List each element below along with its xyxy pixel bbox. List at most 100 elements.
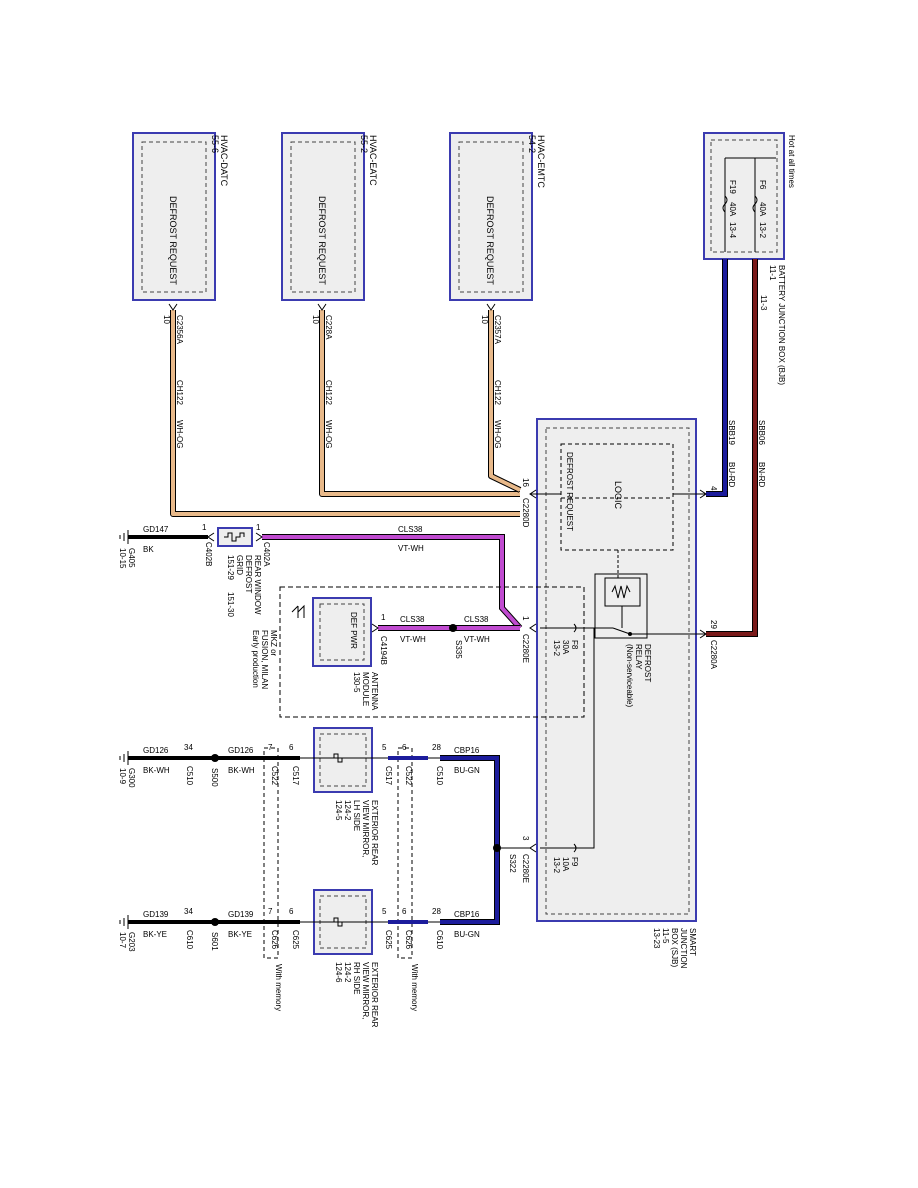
ch122-emtc-color: WH-OG: [493, 420, 502, 448]
sjb-pin3: 3: [521, 836, 530, 841]
with-memory-b: With memory: [274, 964, 283, 1011]
c2280a-label: C2280A: [709, 640, 718, 670]
fuse-f9: F9: [570, 857, 579, 867]
splice-s322: [493, 844, 501, 852]
cls38-antenna-a-color: VT-WH: [400, 635, 426, 644]
ch122-datc-color: WH-OG: [175, 420, 184, 448]
rh-c625b: C625: [384, 930, 393, 950]
rh-pin28: 28: [432, 907, 441, 916]
hvac-datc-page: 55-6: [210, 135, 220, 153]
c4194b-label: C4194B: [379, 636, 388, 665]
rh-c610: C610: [185, 930, 194, 950]
c402a-pin: 1: [256, 523, 261, 532]
hvac-eatc-page: 55-2: [359, 135, 369, 153]
rh-c626b: C626: [404, 930, 413, 950]
sjb-title3: BOX (SJB): [670, 928, 679, 967]
sjb-page1: 11-5: [661, 928, 670, 944]
lh-page2: 124-5: [334, 800, 343, 821]
rh-pin6: 6: [289, 907, 294, 916]
rh-page1: 124-2: [343, 962, 352, 983]
antenna-title1: ANTENNA: [370, 672, 379, 711]
gd126-a-label: GD126: [143, 746, 169, 755]
sjb-page2: 13-23: [652, 928, 661, 949]
c4194b-pin: 1: [381, 613, 386, 622]
gd126-b-label: GD126: [228, 746, 254, 755]
lh-c510b: C510: [435, 766, 444, 786]
lh-c522b: C522: [404, 766, 413, 786]
hvac-eatc-function: DEFROST REQUEST: [317, 196, 327, 285]
s322-label: S322: [508, 854, 517, 873]
c2280e-bot-label: C2280E: [521, 854, 530, 883]
with-memory-a: With memory: [410, 964, 419, 1011]
bjb-title: BATTERY JUNCTION BOX (BJB): [777, 265, 786, 385]
c402b-label: C402B: [204, 542, 213, 566]
sbb19-label: SBB19: [727, 420, 736, 445]
gd147-label: GD147: [143, 525, 169, 534]
sjb-pin29: 29: [709, 620, 718, 629]
lh-c522: C522: [270, 766, 279, 786]
fuse-f19: F19: [728, 180, 737, 194]
sjb-title1: SMART: [688, 928, 697, 956]
cls38-antenna-a-label: CLS38: [400, 615, 425, 624]
ch122-datc-circuit: CH122: [175, 380, 184, 405]
sjb-title2: JUNCTION: [679, 928, 688, 969]
gd139-a-label: GD139: [143, 910, 169, 919]
wire-cbp16-bus: [440, 755, 530, 925]
s601-label: S601: [210, 932, 219, 951]
rh-pin5: 5: [382, 907, 387, 916]
rear-window-title3: GRID: [235, 555, 244, 575]
wire-ch122: [170, 310, 522, 517]
antenna-note3: Early production: [251, 630, 260, 688]
ch122-eatc-circuit: CH122: [324, 380, 333, 405]
lh-pin6b: 6: [402, 743, 407, 752]
hvac-connector-arrows: [168, 303, 496, 311]
bjb-page-a: 11-1: [768, 265, 777, 281]
hvac-eatc-name: HVAC-EATC: [368, 135, 378, 186]
rh-c625: C625: [291, 930, 300, 950]
splice-s335: [449, 624, 457, 632]
sjb-defrost-request: DEFROST REQUEST: [565, 452, 574, 531]
lh-bugn: BU-GN: [454, 766, 480, 775]
ch122-eatc-color: WH-OG: [324, 420, 333, 448]
rh-title3: RH SIDE: [352, 962, 361, 994]
s500-label: S500: [210, 768, 219, 787]
sjb-logic: LOGIC: [613, 481, 623, 510]
lh-cbp16: CBP16: [454, 746, 480, 755]
rh-pin34: 34: [184, 907, 193, 916]
g300-page: 10-9: [118, 768, 127, 785]
gd139-b-color: BK-YE: [228, 930, 252, 939]
hvac-eatc-module: DEFROST REQUEST HVAC-EATC 55-2: [281, 132, 378, 301]
def-pwr-label: DEF PWR: [349, 612, 358, 649]
antenna-note1: MKZ or: [269, 630, 278, 657]
antenna-icon: [291, 604, 305, 618]
sjb-pin4: 4: [709, 486, 718, 491]
wire-sbb19: [706, 259, 728, 497]
sbb06-color: BN-RD: [757, 462, 766, 488]
lh-title1: EXTERIOR REAR: [370, 800, 379, 866]
lh-title3: LH SIDE: [352, 800, 361, 831]
lh-c510: C510: [185, 766, 194, 786]
mirror-lh: [119, 727, 440, 959]
c2356a-label: C2356A: [175, 315, 184, 345]
fuse-f9-page: 13-2: [552, 857, 561, 874]
cls38-rear-color: VT-WH: [398, 544, 424, 553]
lh-title2: VIEW MIRROR,: [361, 800, 370, 857]
rh-bugn: BU-GN: [454, 930, 480, 939]
sjb-pin16: 16: [521, 478, 530, 487]
fuse-f6-rating: 40A: [758, 202, 767, 217]
fuse-f8: F8: [570, 640, 579, 650]
c402b-pin: 1: [202, 523, 207, 532]
sjb-pin1: 1: [521, 616, 530, 621]
hvac-emtc-name: HVAC-EMTC: [536, 135, 546, 188]
lh-pin34: 34: [184, 743, 193, 752]
hvac-emtc-module: DEFROST REQUEST HVAC-EMTC 54-2: [449, 132, 546, 301]
hvac-emtc-function: DEFROST REQUEST: [485, 196, 495, 285]
antenna-page: 130-5: [352, 672, 361, 693]
c2357a-label: C2357A: [493, 315, 502, 345]
rear-window-page2: 151-30: [226, 592, 235, 617]
bjb-hot-label: Hot at all times: [787, 135, 796, 188]
rh-page2: 124-6: [334, 962, 343, 983]
c2357a-pin: 10: [480, 315, 489, 324]
relay-name2: RELAY: [634, 644, 643, 670]
